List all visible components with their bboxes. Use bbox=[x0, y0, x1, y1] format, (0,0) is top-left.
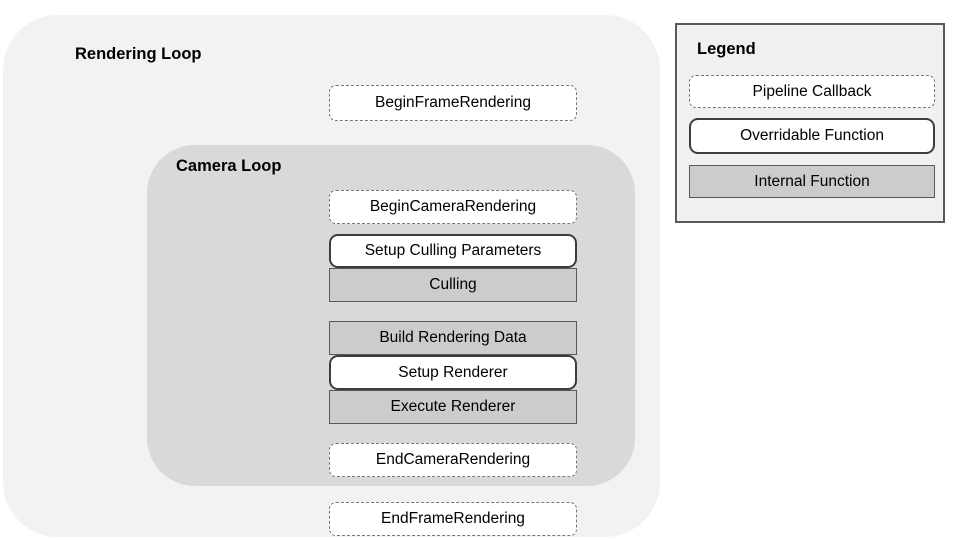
legend-title: Legend bbox=[697, 40, 756, 58]
rendering-loop-container: Rendering Loop BeginFrameRendering Camer… bbox=[3, 15, 660, 537]
culling-box: Culling bbox=[329, 268, 577, 302]
legend-panel: Legend Pipeline Callback Overridable Fun… bbox=[675, 23, 945, 223]
begin-camera-rendering-box: BeginCameraRendering bbox=[329, 190, 577, 224]
build-rendering-data-box: Build Rendering Data bbox=[329, 321, 577, 355]
end-frame-rendering-box: EndFrameRendering bbox=[329, 502, 577, 536]
camera-loop-label: Camera Loop bbox=[176, 157, 282, 175]
legend-item-pipeline-callback: Pipeline Callback bbox=[689, 75, 935, 108]
setup-culling-parameters-box: Setup Culling Parameters bbox=[329, 234, 577, 268]
end-camera-rendering-box: EndCameraRendering bbox=[329, 443, 577, 477]
rendering-loop-label: Rendering Loop bbox=[75, 45, 202, 63]
legend-item-overridable-function: Overridable Function bbox=[689, 118, 935, 154]
execute-renderer-box: Execute Renderer bbox=[329, 390, 577, 424]
legend-item-internal-function: Internal Function bbox=[689, 165, 935, 198]
setup-renderer-box: Setup Renderer bbox=[329, 355, 577, 390]
begin-frame-rendering-box: BeginFrameRendering bbox=[329, 85, 577, 121]
